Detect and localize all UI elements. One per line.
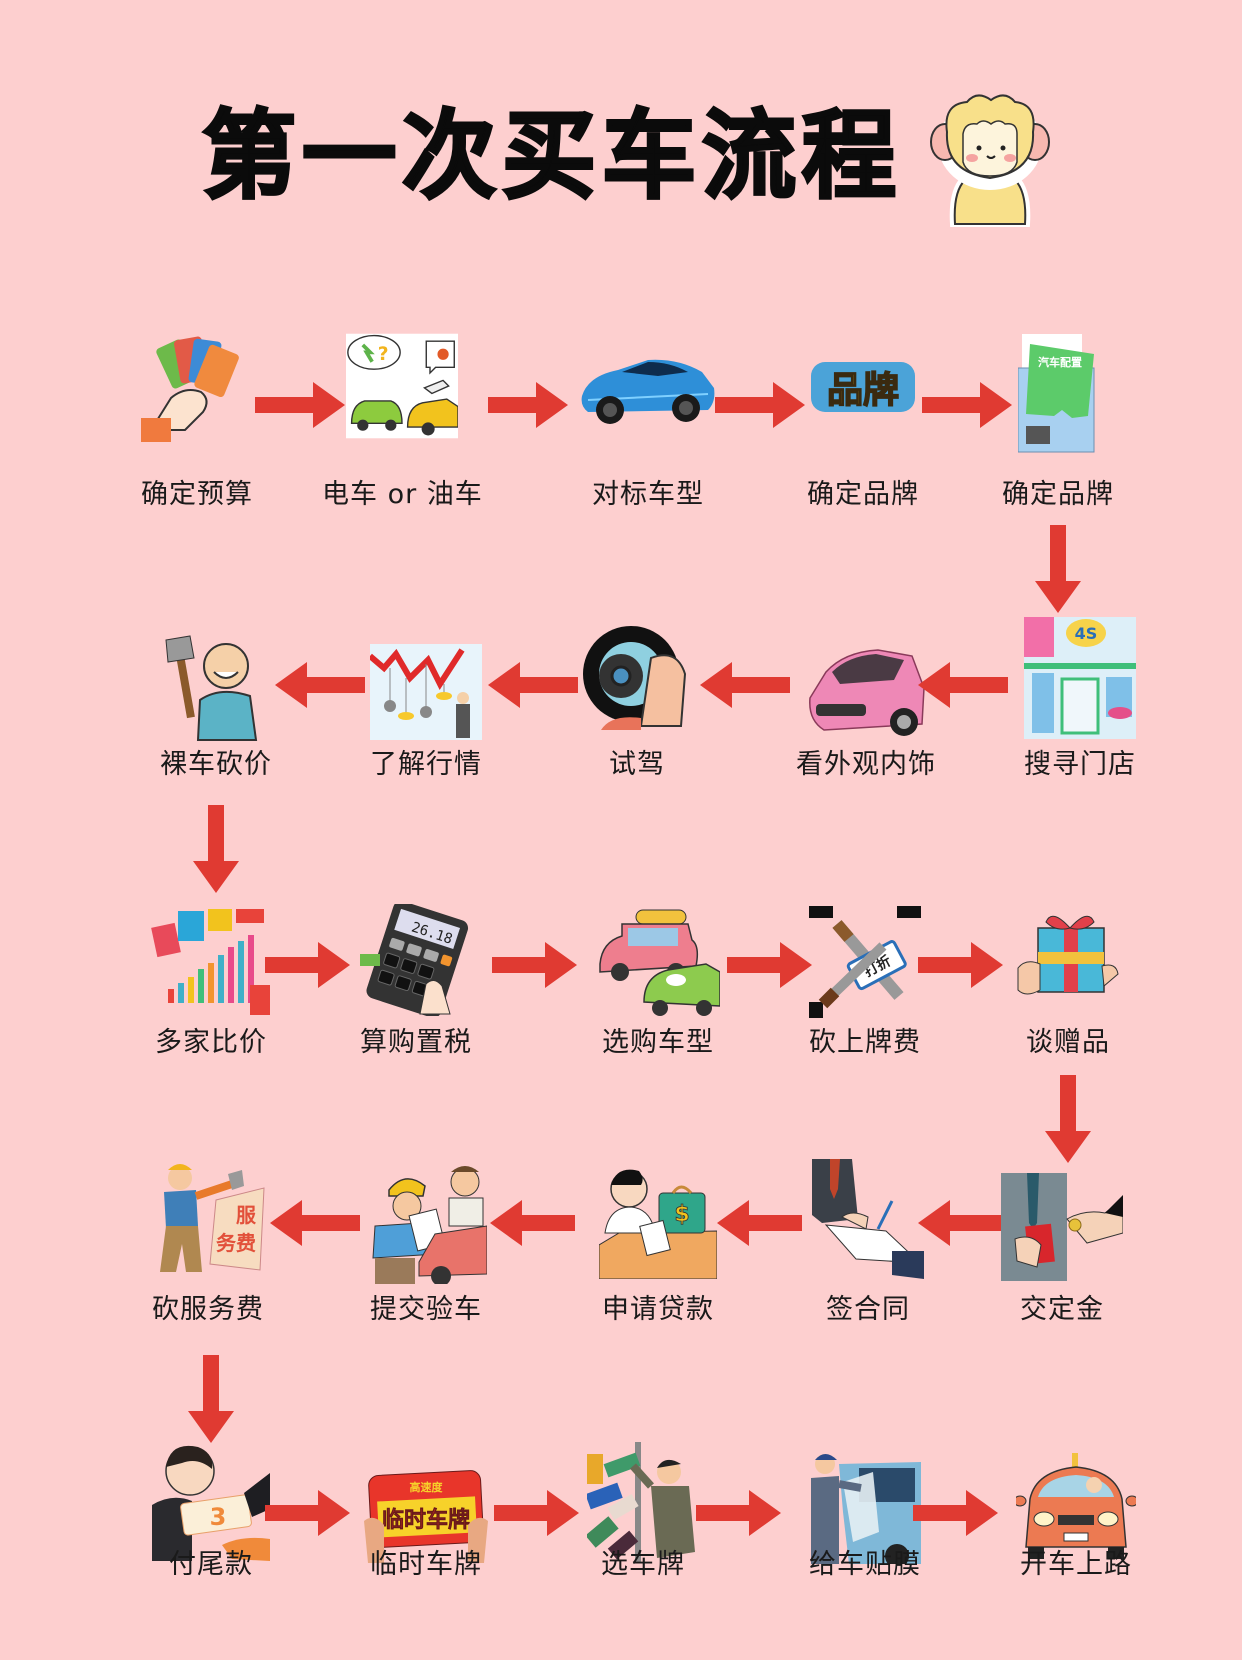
step-label: 提交验车 bbox=[370, 1294, 482, 1325]
brand-badge-icon: 品牌 bbox=[807, 330, 919, 442]
temporary-plate-icon: 高速度 临时车牌 bbox=[364, 1460, 488, 1572]
arrow-right-icon bbox=[255, 382, 345, 428]
arrow-left-icon bbox=[490, 1200, 575, 1246]
gift-box-icon bbox=[1012, 902, 1124, 1014]
4s-store-icon: 4S bbox=[1024, 617, 1136, 739]
svg-text:品牌: 品牌 bbox=[827, 370, 899, 411]
car-inspection-icon bbox=[365, 1166, 487, 1284]
arrow-right-icon bbox=[922, 382, 1012, 428]
driving-car-icon bbox=[1016, 1450, 1136, 1562]
svg-text:汽车配置: 汽车配置 bbox=[1038, 355, 1082, 369]
arrow-right-icon bbox=[913, 1490, 998, 1536]
step-label: 开车上路 bbox=[1020, 1549, 1132, 1580]
svg-text:?: ? bbox=[378, 344, 389, 365]
ev-vs-gas-car-icon: ? bbox=[346, 330, 458, 442]
pink-car-icon bbox=[804, 628, 928, 740]
car-config-brochure-icon: 汽车配置 bbox=[1002, 334, 1114, 453]
arrow-left-icon bbox=[918, 1200, 1003, 1246]
svg-text:临时车牌: 临时车牌 bbox=[382, 1507, 470, 1533]
loan-application-icon: $ bbox=[599, 1165, 717, 1279]
market-trend-chart-icon bbox=[370, 636, 482, 748]
svg-text:$: $ bbox=[674, 1202, 689, 1227]
step-label: 申请贷款 bbox=[602, 1294, 714, 1325]
arrow-down-icon bbox=[193, 805, 239, 893]
step-label: 签合同 bbox=[826, 1294, 910, 1325]
arrow-down-icon bbox=[1045, 1075, 1091, 1163]
worker-chopping-fee-icon: 服 务费 bbox=[146, 1164, 270, 1277]
svg-text:高速度: 高速度 bbox=[410, 1480, 444, 1494]
price-comparison-bags-icon bbox=[150, 908, 272, 1020]
step-label: 对标车型 bbox=[592, 479, 704, 510]
man-with-axe-icon bbox=[160, 630, 272, 742]
svg-text:服: 服 bbox=[236, 1203, 257, 1227]
step-label: 试驾 bbox=[609, 749, 665, 780]
arrow-left-icon bbox=[488, 662, 578, 708]
arrow-right-icon bbox=[492, 942, 577, 988]
paying-balance-icon: 3 bbox=[152, 1445, 270, 1561]
car-film-wrapping-icon bbox=[809, 1452, 921, 1564]
step-label: 临时车牌 bbox=[370, 1549, 482, 1580]
step-label: 确定品牌 bbox=[807, 479, 919, 510]
choosing-plate-icon bbox=[587, 1442, 699, 1562]
arrow-down-icon bbox=[188, 1355, 234, 1443]
svg-text:4S: 4S bbox=[1075, 624, 1098, 643]
arrow-left-icon bbox=[270, 1200, 360, 1246]
arrow-left-icon bbox=[717, 1200, 802, 1246]
arrow-right-icon bbox=[265, 942, 350, 988]
arrow-right-icon bbox=[494, 1490, 579, 1536]
arrow-down-icon bbox=[1035, 525, 1081, 613]
step-label: 谈赠品 bbox=[1026, 1027, 1110, 1058]
step-label: 了解行情 bbox=[370, 749, 482, 780]
step-label: 选车牌 bbox=[601, 1549, 685, 1580]
arrow-left-icon bbox=[275, 662, 365, 708]
step-label: 搜寻门店 bbox=[1024, 749, 1136, 780]
arrow-right-icon bbox=[918, 942, 1003, 988]
hand-holding-cards-icon bbox=[141, 330, 253, 442]
arrow-left-icon bbox=[700, 662, 790, 708]
arrow-right-icon bbox=[727, 942, 812, 988]
step-label: 裸车砍价 bbox=[160, 749, 272, 780]
arrow-right-icon bbox=[696, 1490, 781, 1536]
svg-text:务费: 务费 bbox=[216, 1231, 256, 1255]
step-label: 给车贴膜 bbox=[809, 1549, 921, 1580]
step-label: 付尾款 bbox=[169, 1549, 253, 1580]
calculator-icon: 26.18 bbox=[360, 904, 472, 1016]
two-cartoon-cars-icon bbox=[596, 906, 720, 1018]
step-label: 电车 or 油车 bbox=[322, 479, 483, 510]
page-title: 第一次买车流程 bbox=[201, 100, 902, 212]
arrow-right-icon bbox=[265, 1490, 350, 1536]
step-label: 看外观内饰 bbox=[796, 749, 936, 780]
blue-sports-car-icon bbox=[578, 330, 718, 442]
deposit-red-envelope-icon bbox=[1001, 1171, 1123, 1283]
arrow-right-icon bbox=[488, 382, 568, 428]
step-label: 交定金 bbox=[1020, 1294, 1104, 1325]
step-label: 多家比价 bbox=[155, 1027, 267, 1058]
arrow-right-icon bbox=[715, 382, 805, 428]
signing-contract-icon bbox=[812, 1159, 924, 1279]
knife-cutting-plate-icon: 打折 bbox=[809, 906, 921, 1018]
step-label: 砍上牌费 bbox=[809, 1027, 921, 1058]
steering-wheel-icon bbox=[581, 618, 693, 730]
svg-text:3: 3 bbox=[210, 1503, 227, 1531]
step-label: 确定品牌 bbox=[1002, 479, 1114, 510]
step-label: 砍服务费 bbox=[152, 1294, 264, 1325]
step-label: 选购车型 bbox=[602, 1027, 714, 1058]
step-label: 确定预算 bbox=[141, 479, 253, 510]
arrow-left-icon bbox=[918, 662, 1008, 708]
step-label: 算购置税 bbox=[360, 1027, 472, 1058]
sheep-mascot-icon bbox=[925, 92, 1055, 227]
